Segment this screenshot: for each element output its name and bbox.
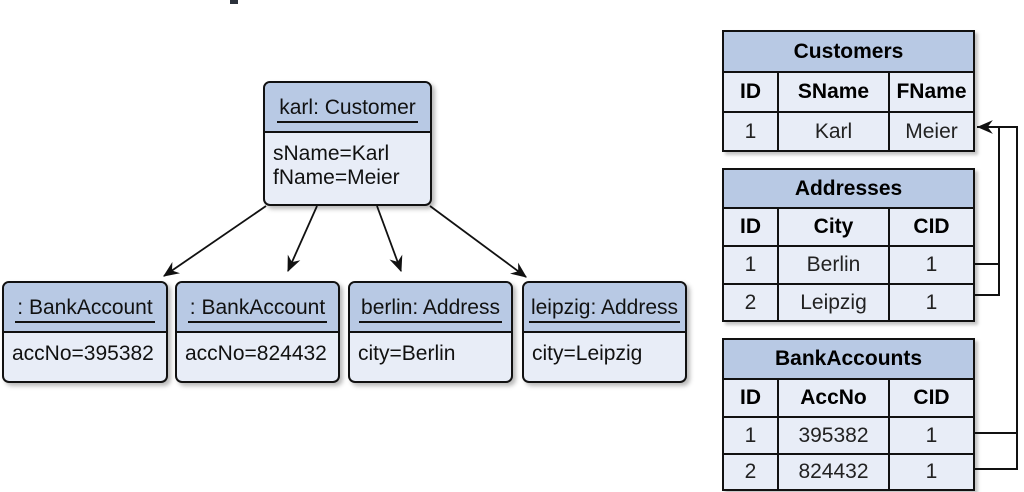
attribute-line: city=Berlin	[358, 342, 456, 365]
table-row: 1 Karl Meier	[722, 111, 975, 152]
object-bankaccount-1: : BankAccount accNo=395382	[2, 281, 168, 383]
column-header: FName	[888, 71, 975, 113]
object-attributes: city=Berlin	[350, 333, 511, 366]
column-header: SName	[777, 71, 890, 113]
table-cell: 1	[722, 111, 779, 152]
object-leipzig-address: leipzig: Address city=Leipzig	[522, 281, 687, 383]
table-cell: 1	[722, 416, 779, 455]
table-cell: Berlin	[777, 245, 890, 285]
column-header: ID	[722, 207, 779, 247]
object-title: : BankAccount	[15, 296, 155, 323]
object-attributes: accNo=824432	[177, 333, 338, 366]
column-header: ID	[722, 71, 779, 113]
cropped-text-fragment	[230, 0, 238, 4]
attribute-line: accNo=824432	[185, 342, 327, 365]
object-header: : BankAccount	[177, 283, 338, 333]
table-title: BankAccounts	[721, 338, 976, 380]
table-row: 1 395382 1	[722, 416, 976, 455]
object-bankaccount-2: : BankAccount accNo=824432	[175, 281, 340, 383]
attribute-line: accNo=395382	[12, 342, 154, 365]
table-addresses: Addresses ID City CID 1 Berlin 1 2 Leipz…	[721, 168, 976, 322]
column-header: AccNo	[777, 378, 890, 418]
object-header: leipzig: Address	[524, 283, 685, 333]
object-header: berlin: Address	[350, 283, 511, 333]
arrow-karl-to-bankaccount1	[163, 205, 267, 277]
table-cell: Meier	[888, 111, 975, 152]
table-customers: Customers ID SName FName 1 Karl Meier	[722, 30, 975, 152]
table-cell: 2	[722, 283, 779, 322]
object-attributes: accNo=395382	[4, 333, 166, 366]
arrow-karl-to-bankaccount2	[287, 205, 318, 273]
table-title: Addresses	[721, 168, 976, 209]
table-cell: 1	[722, 245, 779, 285]
table-cell: Leipzig	[777, 283, 890, 322]
column-header: ID	[722, 378, 779, 418]
table-row: 2 Leipzig 1	[722, 283, 976, 322]
object-attributes: city=Leipzig	[524, 333, 685, 366]
table-cell: 1	[887, 245, 976, 285]
table-cell: Karl	[777, 111, 890, 152]
object-attributes: sName=Karl fName=Meier	[265, 133, 430, 190]
object-title: leipzig: Address	[528, 296, 681, 323]
table-cell: 395382	[777, 416, 890, 455]
table-row: 1 Berlin 1	[722, 245, 976, 285]
table-cell: 824432	[777, 453, 890, 491]
object-title: : BankAccount	[187, 296, 328, 323]
column-header: City	[777, 207, 890, 247]
object-header: : BankAccount	[4, 283, 166, 333]
table-bankaccounts: BankAccounts ID AccNo CID 1 395382 1 2 8…	[721, 338, 976, 491]
table-title: Customers	[722, 30, 975, 73]
object-title: berlin: Address	[359, 296, 502, 323]
column-header: CID	[887, 207, 976, 247]
object-karl-customer: karl: Customer sName=Karl fName=Meier	[263, 81, 432, 206]
table-cell: 1	[887, 416, 976, 455]
table-cell: 2	[722, 453, 779, 491]
arrow-karl-to-leipzig	[429, 205, 527, 278]
table-row: 2 824432 1	[722, 453, 976, 491]
object-berlin-address: berlin: Address city=Berlin	[348, 281, 513, 383]
attribute-line: city=Leipzig	[532, 342, 643, 365]
object-title: karl: Customer	[277, 96, 418, 123]
table-cell: 1	[887, 283, 976, 322]
column-header: CID	[887, 378, 976, 418]
attribute-line: sName=Karl	[273, 142, 390, 165]
arrow-karl-to-berlin	[376, 205, 403, 273]
table-cell: 1	[887, 453, 976, 491]
object-header: karl: Customer	[265, 83, 430, 133]
attribute-line: fName=Meier	[273, 166, 400, 189]
